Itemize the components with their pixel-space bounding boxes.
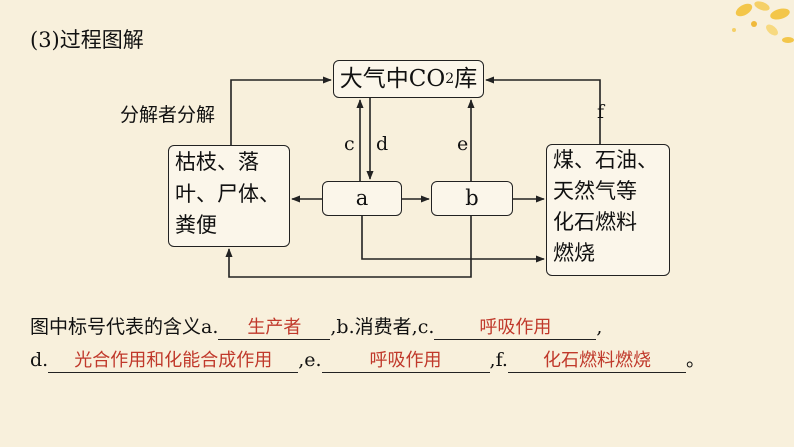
question-line-1: 图中标号代表的含义a.生产者,b.消费者,c.呼吸作用,	[30, 312, 603, 341]
arrow-a-to-right	[361, 216, 545, 263]
question-intro: 图中标号代表的含义	[30, 316, 202, 338]
box-b: b	[431, 181, 513, 216]
b-prefix: ,b.消费者,	[330, 316, 418, 338]
answer-f: 化石燃料燃烧	[507, 349, 686, 374]
answer-e: 呼吸作用	[321, 349, 490, 374]
box-b-label: b	[465, 185, 479, 210]
arrow-f	[485, 76, 601, 144]
answer-c: 呼吸作用	[434, 316, 597, 341]
fossil-fuel-line: 化石燃料	[553, 210, 637, 235]
decomposer-label: 分解者分解	[120, 104, 216, 126]
co2-pool-suffix: 库	[454, 65, 478, 92]
answer-d: 光合作用和化能合成作用	[48, 349, 299, 374]
box-a-label: a	[355, 185, 369, 210]
co2-pool-prefix: 大气中CO	[339, 65, 446, 92]
dead-matter-line: 粪便	[175, 213, 217, 237]
a-prefix: a.	[201, 316, 219, 338]
answer-a: 生产者	[218, 316, 331, 341]
e-prefix: ,e.	[298, 349, 322, 371]
d-prefix: d.	[30, 349, 49, 371]
f-prefix: ,f.	[489, 349, 508, 371]
fossil-fuel-line: 煤、石油、	[553, 148, 658, 172]
c-suffix: ,	[596, 316, 603, 338]
end-mark: 。	[685, 349, 705, 371]
question-line-2: d.光合作用和化能合成作用,e.呼吸作用,f.化石燃料燃烧。	[30, 345, 705, 374]
label-d: d	[376, 133, 389, 155]
arrow-b-to-left	[225, 216, 472, 278]
flower-decoration-icon	[732, 1, 794, 43]
decomposer-arrow	[230, 76, 332, 145]
section-heading: (3)过程图解	[30, 28, 144, 52]
dead-matter-line: 叶、尸体、	[175, 181, 280, 206]
c-prefix: c.	[417, 316, 435, 338]
dead-matter-line: 枯枝、落	[175, 150, 259, 174]
box-a: a	[322, 181, 402, 216]
fossil-fuel-line: 燃烧	[553, 241, 595, 266]
label-f: f	[597, 101, 605, 123]
label-e: e	[457, 133, 469, 155]
dead-matter-box: 枯枝、落 叶、尸体、 粪便	[168, 145, 290, 247]
label-c: c	[344, 133, 355, 155]
co2-subscript: 2	[445, 70, 455, 87]
fossil-fuel-line: 天然气等	[553, 179, 637, 204]
fossil-fuel-box: 煤、石油、 天然气等 化石燃料 燃烧	[546, 144, 670, 276]
